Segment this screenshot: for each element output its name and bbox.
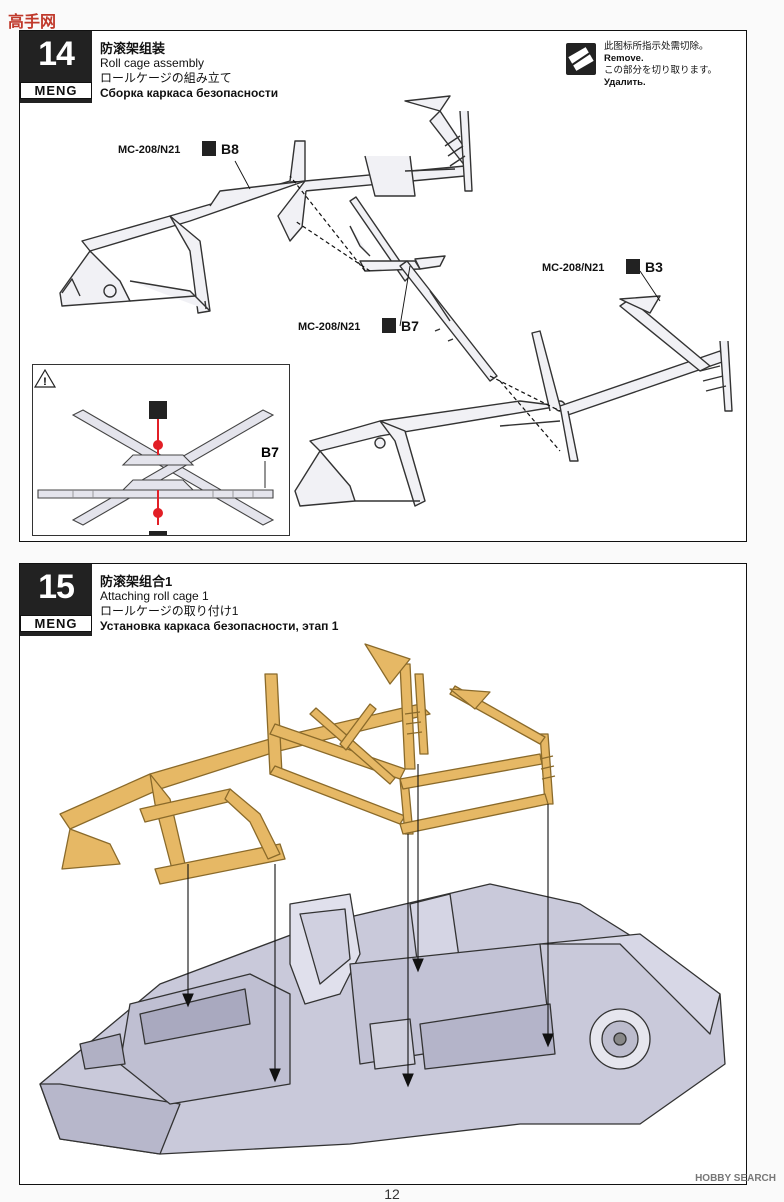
cutter-icon [382,318,396,333]
callout-b7-part: B7 [401,318,419,334]
callout-b7: MC-208/N21 B7 [298,318,419,334]
car-chassis [39,883,726,1155]
step-15-title-ru: Установка каркаса безопасности, этап 1 [100,619,339,633]
step-14-number: 14 [38,35,75,73]
page-number: 12 [384,1186,400,1202]
step-14-title-ja: ロールケージの組み立て [100,71,232,85]
remove-text-en: Remove. [604,53,644,64]
step-15-diagram [39,643,726,1155]
step-14-panel: 14 MENG 防滚架组装 Roll cage assembly ロールケージの… [19,30,747,542]
step-15-badge: 15 MENG [20,564,92,636]
brace-b7 [349,196,498,382]
step-14-titles: 防滚架组装 Roll cage assembly ロールケージの組み立て Сбо… [100,41,278,101]
step-15-titles: 防滚架组合1 Attaching roll cage 1 ロールケージの取り付け… [100,574,338,634]
callout-b8-part: B8 [221,141,239,157]
remove-text-ru: Удалить. [604,77,646,88]
remove-legend: 此图标所指示处需切除。 Remove. この部分を切り取ります。 Удалить… [566,41,736,89]
cutter-icon [149,401,167,419]
detail-inset: ! B7 [32,364,290,536]
step-14-badge: 14 MENG [20,31,92,103]
inset-part-label: B7 [261,444,279,460]
fitting-arrows [182,764,554,1088]
cutter-icon [202,141,216,156]
watermark-top: 高手网 [8,8,56,32]
roll-cage-assembly [59,643,556,885]
detail-inset-diagram: ! B7 [33,368,279,535]
callout-b8: MC-208/N21 B8 [118,141,239,157]
cutter-icon [149,531,167,535]
step-14-title-en: Roll cage assembly [100,56,205,70]
step-14-brand-logo: MENG [20,82,92,99]
remove-text-zh: 此图标所指示处需切除。 [604,41,709,52]
step-14-title-ru: Сборка каркаса безопасности [100,86,279,100]
callout-b3: MC-208/N21 B3 [542,259,663,275]
roll-cage-lower-right [294,295,733,507]
step-15-title-zh: 防滚架组合1 [100,574,173,589]
remove-text-ja: この部分を切り取ります。 [604,65,718,76]
cutter-icon [566,43,596,75]
step-15-brand-logo: MENG [20,615,92,632]
step-14-diagram: MC-208/N21 B8 MC-208/N21 B7 MC-208/N21 B… [59,95,733,507]
step-15-title-ja: ロールケージの取り付け1 [100,604,239,618]
assembly-arrows [289,175,561,452]
step-14-title-zh: 防滚架组装 [100,41,166,56]
callout-b8-code: MC-208/N21 [118,144,180,156]
roll-cage-upper-left [59,95,473,314]
warning-icon [33,368,57,388]
watermark-title: 高手网 [8,14,57,31]
step-15-title-en: Attaching roll cage 1 [100,589,209,603]
step-15-panel: 15 MENG 防滚架组合1 Attaching roll cage 1 ロール… [19,563,747,1185]
watermark-bottom: HOBBY SEARCH [695,1173,776,1184]
callout-b7-code: MC-208/N21 [298,321,360,333]
warning-mark: ! [43,376,47,388]
step-15-number: 15 [38,568,75,606]
callout-b3-part: B3 [645,259,663,275]
callout-b3-code: MC-208/N21 [542,262,604,274]
leader-lines [234,160,661,327]
cutter-icon [626,259,640,274]
